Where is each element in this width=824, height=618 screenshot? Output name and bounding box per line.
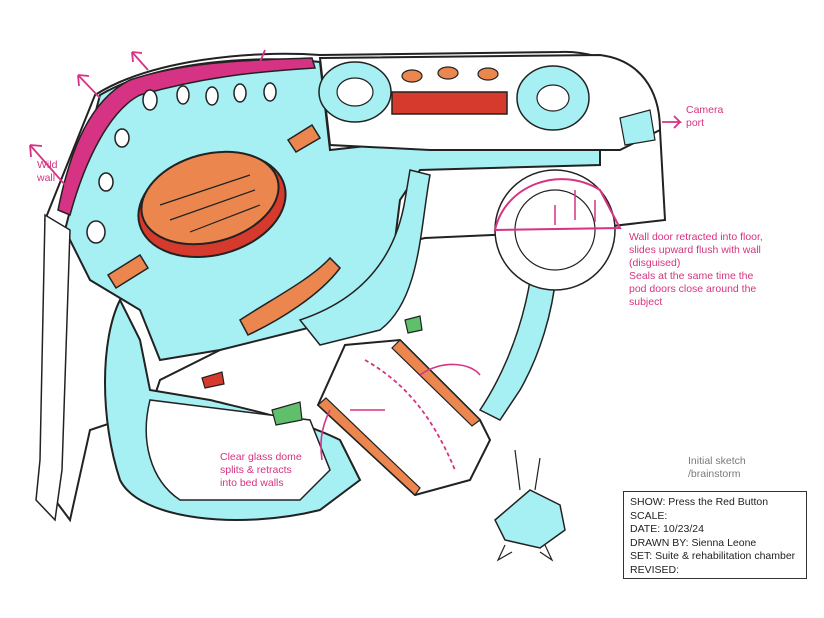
glass-dome-note-line: Clear glass dome bbox=[220, 451, 302, 463]
title-block-drawn-by: DRAWN BY: Sienna Leone bbox=[630, 536, 757, 549]
wall-door-note-line: slides upward flush with wall bbox=[629, 244, 761, 256]
red-desk bbox=[391, 91, 508, 115]
pod-dome-split bbox=[364, 359, 456, 471]
initial-sketch-note-line: Initial sketch bbox=[688, 455, 746, 467]
round-bed-sheet-lines bbox=[159, 174, 261, 233]
wild-wall-arrows bbox=[29, 49, 683, 187]
green-stool-1 bbox=[271, 401, 303, 426]
title-block-revised: REVISED: bbox=[630, 563, 680, 576]
title-block-date: DATE: 10/23/24 bbox=[630, 523, 704, 535]
glass-dome-note: Clear glass dome splits & retracts into … bbox=[220, 451, 302, 490]
camera-nook bbox=[619, 109, 656, 146]
title-block-set: SET: Suite & rehabilitation chamber bbox=[630, 550, 796, 562]
glass-dome-note-line: splits & retracts bbox=[220, 464, 292, 476]
wall-door-note-line: (disguised) bbox=[629, 257, 681, 269]
bench-top bbox=[286, 123, 322, 154]
title-block-show: SHOW: Press the Red Button bbox=[630, 496, 769, 508]
wall-door-note-line: subject bbox=[629, 296, 663, 308]
initial-sketch-note: Initial sketch /brainstorm bbox=[688, 455, 746, 481]
camera-port-note-line: Camera bbox=[686, 104, 724, 116]
camera-port-note-line: port bbox=[686, 117, 705, 129]
pod-bed bbox=[316, 338, 492, 497]
wall-windows bbox=[86, 82, 277, 244]
bottom-fixture bbox=[494, 489, 566, 549]
initial-sketch-note-line: /brainstorm bbox=[688, 468, 741, 480]
bench-left bbox=[106, 253, 150, 290]
title-block: SHOW: Press the Red Button SCALE: DATE: … bbox=[623, 491, 807, 579]
wall-door-note-line: pod doors close around the bbox=[629, 283, 757, 295]
pod-bed-orange-rails bbox=[317, 339, 481, 496]
red-stool bbox=[201, 371, 225, 389]
desk-lamps bbox=[401, 66, 499, 83]
wild-wall-note-line: wall bbox=[37, 172, 56, 184]
glass-dome-note-line: into bed walls bbox=[220, 477, 284, 489]
title-block-scale: SCALE: bbox=[630, 509, 668, 522]
wall-door-note: Wall door retracted into floor, slides u… bbox=[629, 231, 763, 309]
wall-door-note-line: Wall door retracted into floor, bbox=[629, 231, 763, 243]
top-left-rug-inner bbox=[336, 77, 374, 107]
green-stool-2 bbox=[404, 315, 423, 334]
wall-door-arrows bbox=[554, 190, 596, 225]
wall-door-dome bbox=[493, 178, 622, 232]
round-bed bbox=[140, 150, 280, 246]
wild-wall-note-line: Wild bbox=[37, 159, 58, 171]
top-right-rug-inner bbox=[536, 84, 570, 112]
wild-wall-band bbox=[57, 57, 316, 217]
wall-door-note-line: Seals at the same time the bbox=[629, 270, 754, 282]
cyan-corridor bbox=[298, 169, 431, 346]
curved-couch bbox=[239, 256, 341, 336]
wild-wall-note: Wild wall bbox=[37, 159, 57, 185]
left-wall-strip bbox=[35, 213, 71, 522]
cyan-inner-floor bbox=[145, 399, 331, 501]
camera-port-note: Camera port bbox=[686, 104, 723, 130]
pod-dome-arrows bbox=[320, 363, 481, 461]
bottom-fixture-legs bbox=[496, 449, 554, 562]
